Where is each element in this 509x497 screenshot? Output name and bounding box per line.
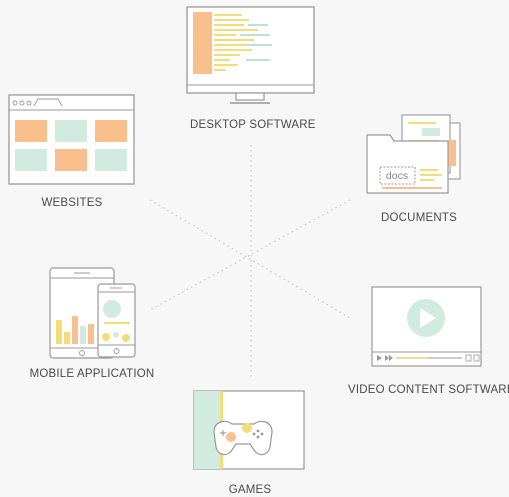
connector-documents-mobile [149,199,351,311]
label-desktop-software: DESKTOP SOFTWARE [190,119,316,131]
label-video-content-software: VIDEO CONTENT SOFTWARE [348,384,509,396]
docs-tag: docs [386,170,408,182]
label-games: GAMES [228,484,272,496]
label-documents: DOCUMENTS [381,212,457,224]
connector-websites-video [149,199,351,319]
label-mobile-application: MOBILE APPLICATION [29,368,155,380]
label-websites: WEBSITES [41,197,103,209]
